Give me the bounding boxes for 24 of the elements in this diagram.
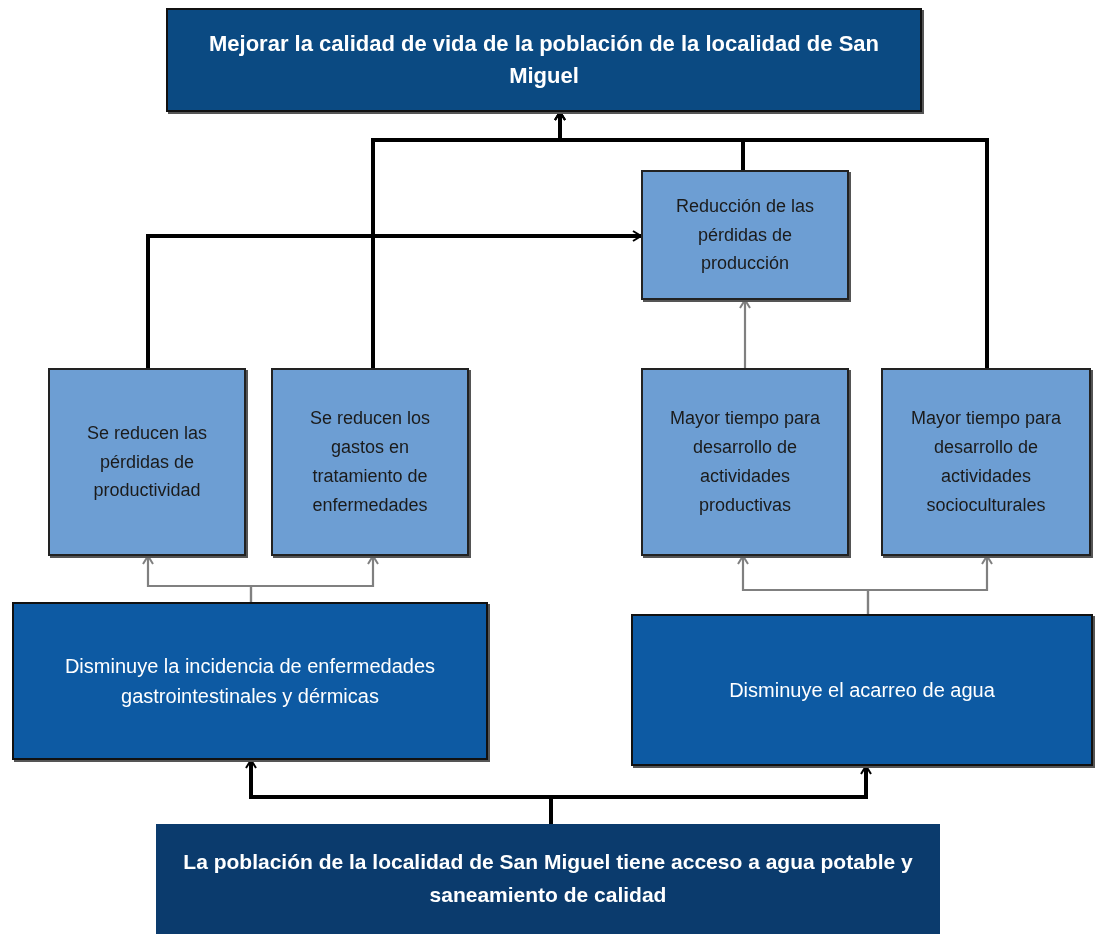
process-box [881, 368, 1091, 556]
arrow [866, 555, 993, 614]
process-box [166, 8, 922, 112]
box-text: Disminuye la incidencia de enfermedades gastrointestinales y dérmicas [63, 654, 437, 709]
box-text: Mayor tiempo para desarrollo de actividades productivas [668, 407, 822, 517]
box-text: Mayor tiempo para desarrollo de actividades socioculturales [909, 407, 1063, 517]
process-box [271, 368, 469, 556]
process-box [156, 824, 940, 934]
box-text: Reducción de las pérdidas de producción [674, 194, 816, 276]
process-box [631, 614, 1093, 766]
arrow [249, 555, 379, 602]
arrow [739, 299, 751, 368]
box-text: Mejorar la calidad de vida de la población de la localidad de San Miguel [208, 30, 880, 90]
box-text: Se reducen los gastos en tratamiento de enfermedades [308, 407, 432, 517]
process-box [641, 368, 849, 556]
arrow [554, 111, 989, 368]
process-box [641, 170, 849, 300]
arrow [146, 230, 642, 368]
process-box [48, 368, 246, 556]
box-text: Disminuye el acarreo de agua [729, 678, 995, 703]
box-text: Se reducen las pérdidas de productividad [85, 421, 209, 503]
box-text: La población de la localidad de San Miguel tiene acceso a agua potable y saneamiento de calidad [182, 849, 914, 908]
arrow [549, 765, 872, 824]
process-box [12, 602, 488, 760]
